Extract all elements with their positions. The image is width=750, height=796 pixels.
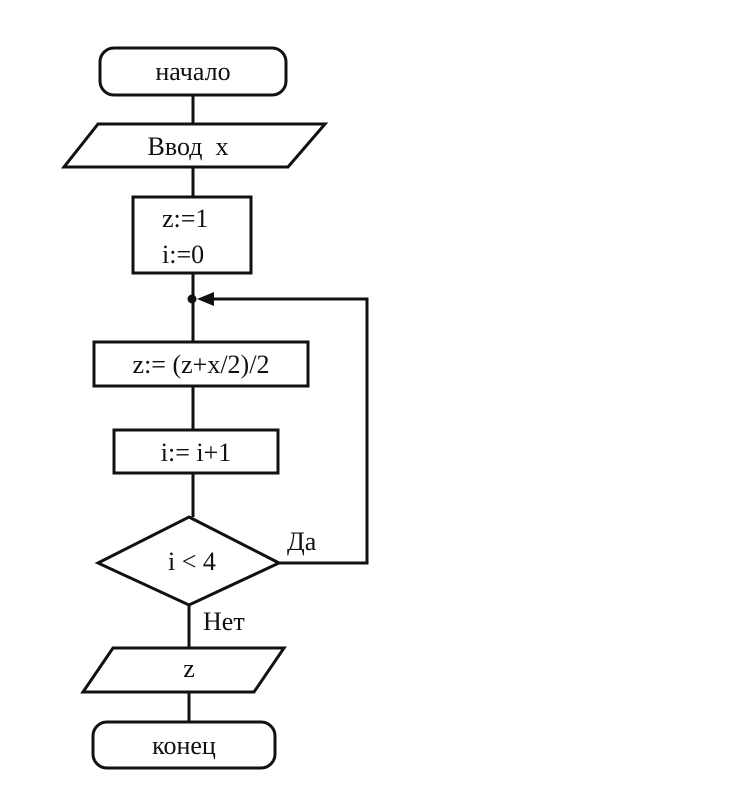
increment-node: i:= i+1 bbox=[112, 428, 280, 475]
start-label: начало bbox=[155, 57, 230, 86]
compute-label: z:= (z+x/2)/2 bbox=[133, 350, 270, 379]
output-label: z bbox=[183, 654, 195, 683]
junction-dot bbox=[187, 294, 197, 304]
init-line-i: i:=0 bbox=[162, 240, 204, 269]
start-node: начало bbox=[98, 46, 288, 97]
yes-branch-label: Да bbox=[287, 527, 317, 556]
output-node: z bbox=[80, 646, 287, 694]
init-node: z:=1 i:=0 bbox=[131, 195, 253, 275]
end-node: конец bbox=[91, 720, 277, 770]
condition-node: i < 4 bbox=[94, 515, 283, 607]
increment-label: i:= i+1 bbox=[161, 438, 232, 467]
loop-arrowhead-icon bbox=[197, 292, 214, 306]
init-line-z: z:=1 bbox=[162, 204, 208, 233]
condition-label: i < 4 bbox=[168, 547, 216, 576]
input-label: Ввод x bbox=[148, 132, 229, 161]
loop-back-arrow bbox=[212, 297, 369, 565]
input-node: Ввод x bbox=[60, 122, 329, 169]
connectors bbox=[187, 95, 369, 722]
no-branch-label: Нет bbox=[203, 607, 245, 636]
compute-node: z:= (z+x/2)/2 bbox=[92, 340, 310, 388]
end-label: конец bbox=[152, 731, 216, 760]
